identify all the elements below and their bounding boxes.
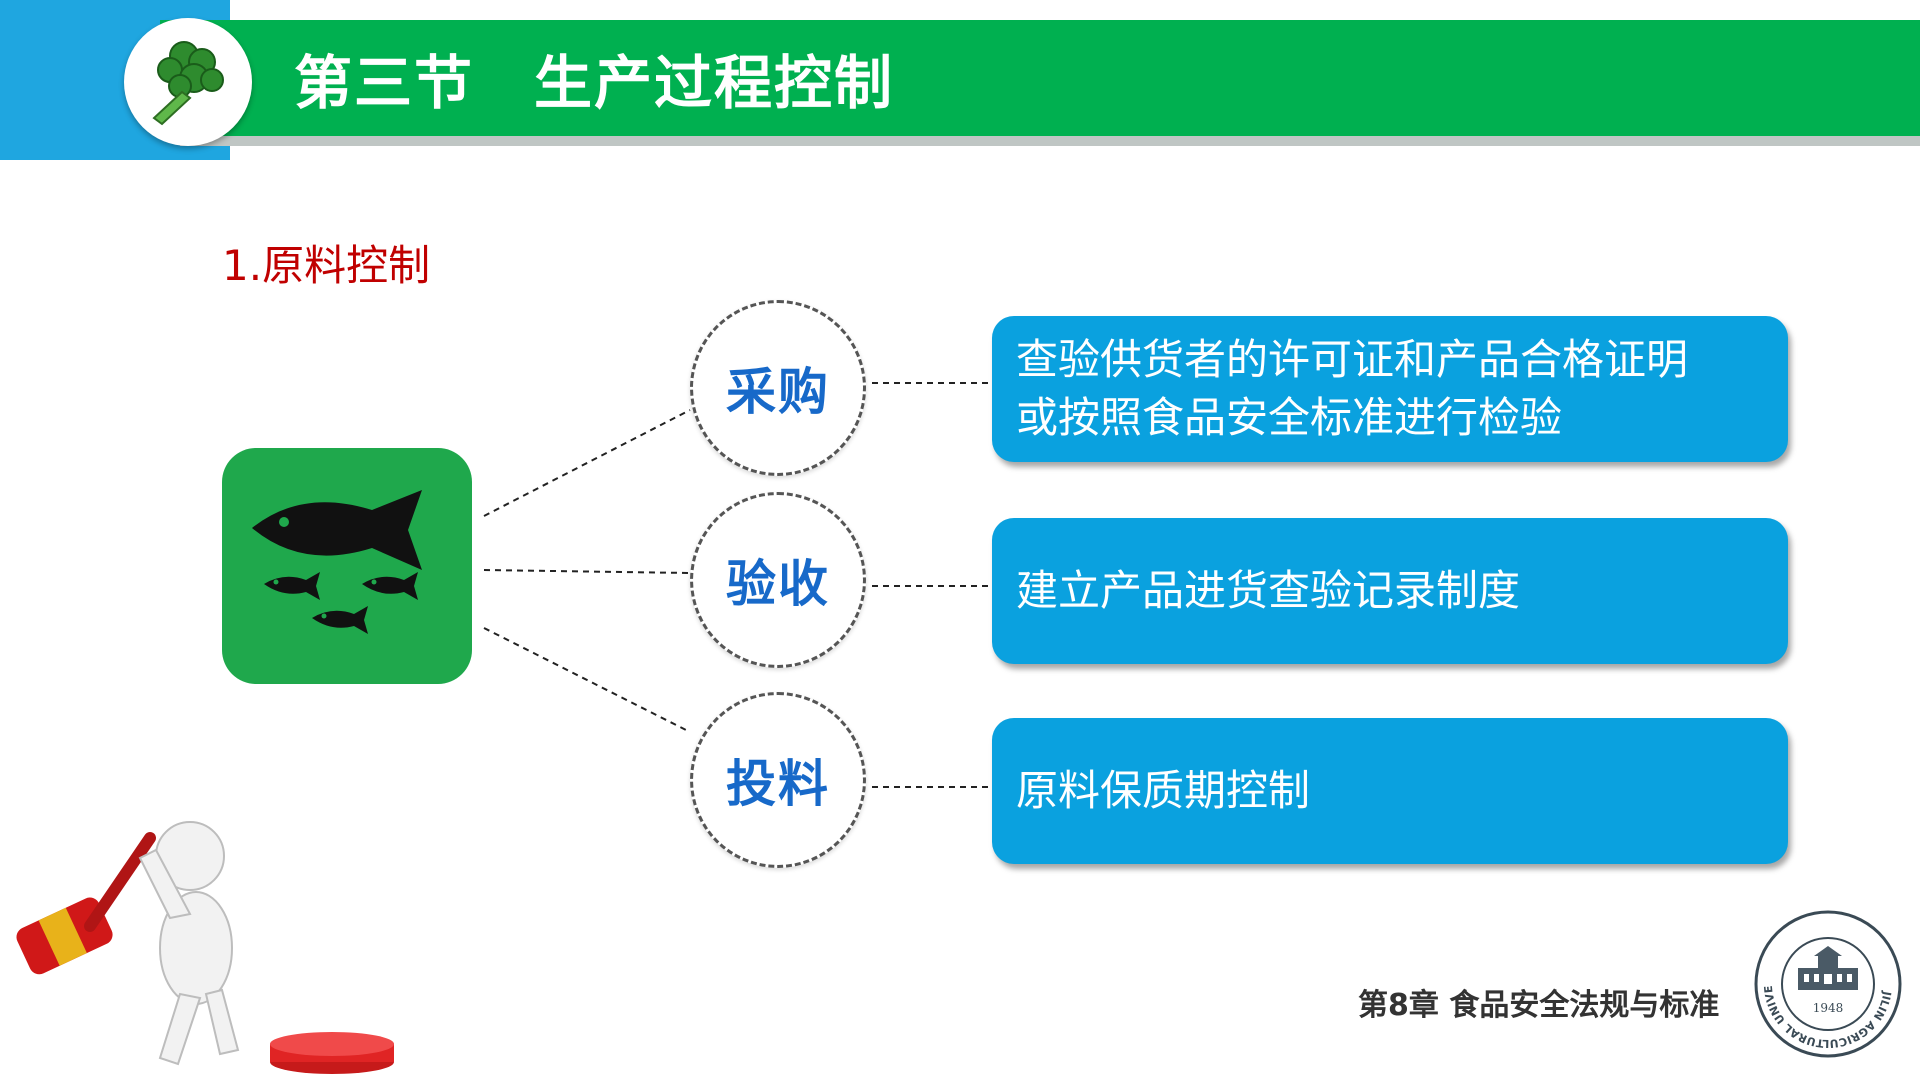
header-bar: 第三节 生产过程控制 — [160, 20, 1920, 136]
chapter-footer: 第8章 食品安全法规与标准 — [1358, 988, 1720, 1023]
connector-tile-to-step-3 — [483, 627, 691, 733]
gavel-figure-icon — [16, 821, 394, 1074]
connector-tile-to-step-1 — [483, 409, 691, 517]
description-line: 原料保质期控制 — [1016, 766, 1311, 815]
connector-tile-to-step-2 — [483, 569, 691, 574]
fish-icon — [252, 490, 422, 634]
page-title: 第三节 生产过程控制 — [294, 49, 895, 117]
step-label: 验收 — [726, 555, 830, 613]
fish-tile — [222, 448, 472, 684]
section-heading: 1.原料控制 — [222, 241, 431, 290]
step-circle-purchase: 采购 — [690, 300, 866, 476]
step-circle-feeding: 投料 — [690, 692, 866, 868]
description-box-purchase: 查验供货者的许可证和产品合格证明 或按照食品安全标准进行检验 — [992, 316, 1788, 462]
description-line: 查验供货者的许可证和产品合格证明 — [1016, 335, 1689, 384]
step-label: 投料 — [726, 755, 830, 813]
seal-year: 1948 — [1813, 1001, 1844, 1015]
step-circle-acceptance: 验收 — [690, 492, 866, 668]
step-label: 采购 — [726, 363, 830, 421]
logo-badge — [124, 18, 252, 146]
description-box-feeding: 原料保质期控制 — [992, 718, 1788, 864]
description-box-acceptance: 建立产品进货查验记录制度 — [992, 518, 1788, 664]
broccoli-icon — [152, 41, 224, 126]
description-line: 或按照食品安全标准进行检验 — [1016, 393, 1563, 442]
description-line: 建立产品进货查验记录制度 — [1016, 566, 1521, 615]
university-seal-icon: JILIN AGRICULTURAL UNIVERSITY 1948 — [1752, 908, 1902, 1058]
